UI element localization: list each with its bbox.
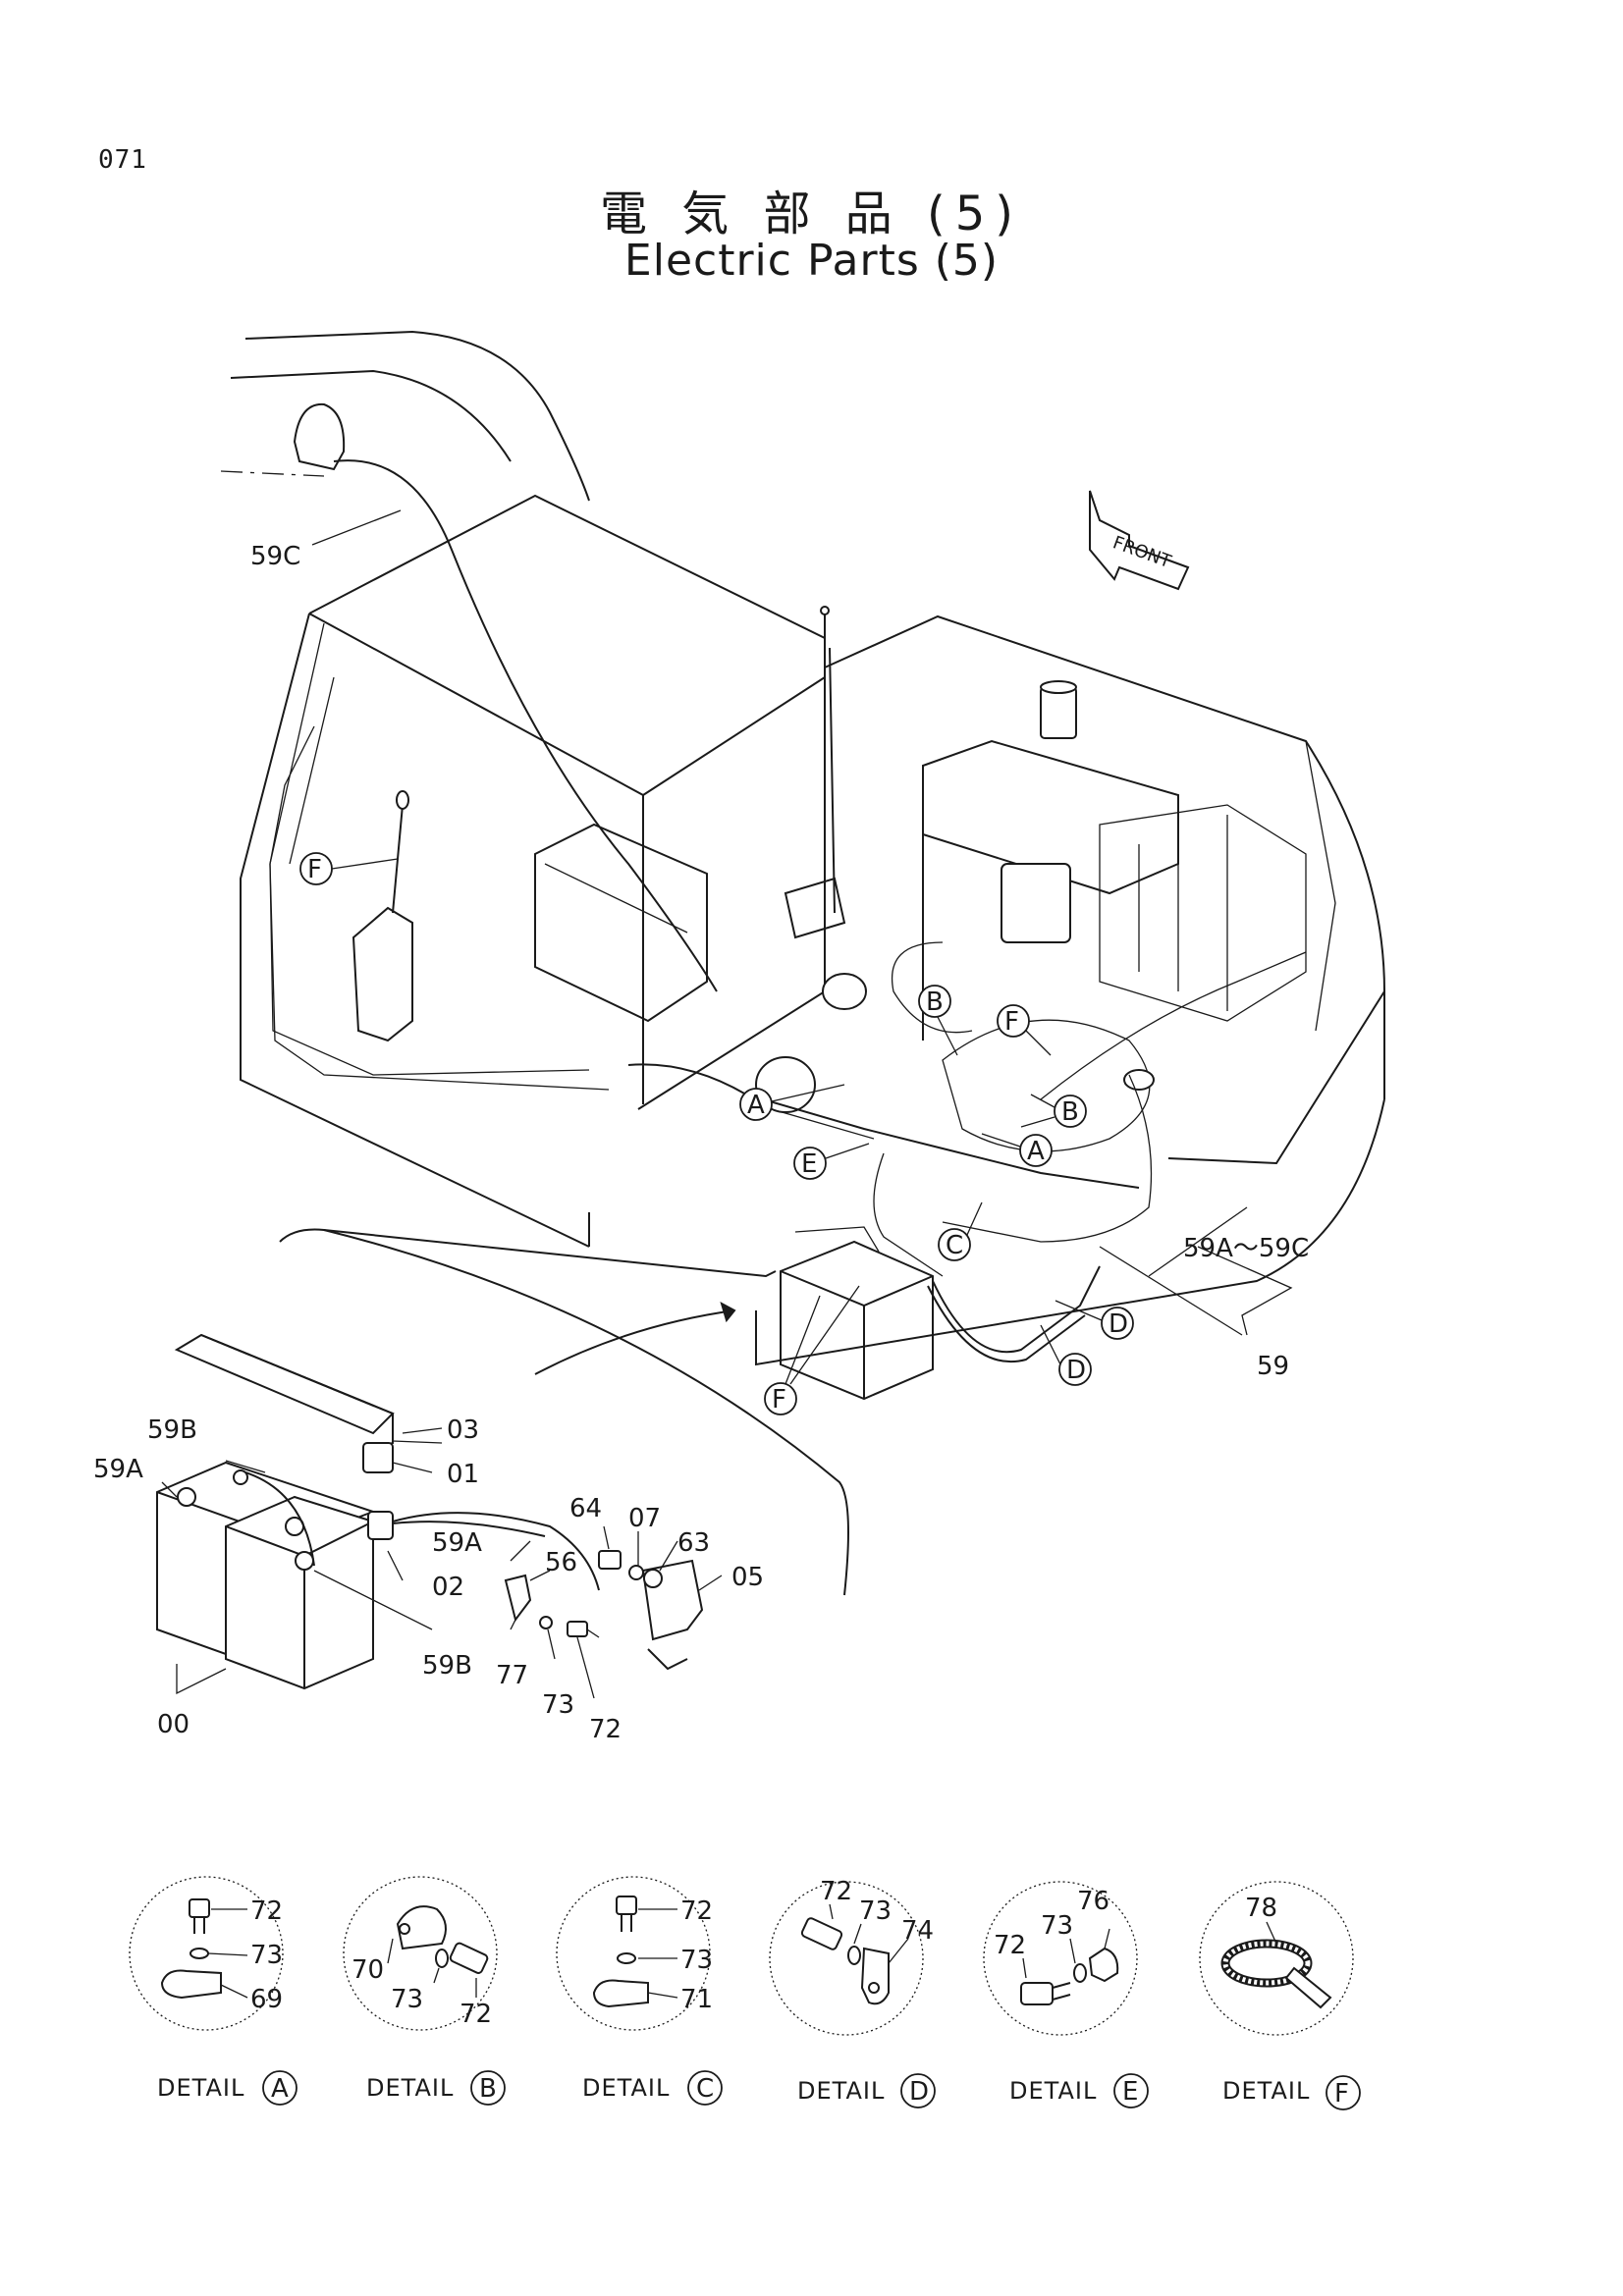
callout-07: 07: [628, 1504, 661, 1533]
svg-text:C: C: [946, 1231, 963, 1260]
detail-A-letter: A: [271, 2074, 289, 2104]
callout-73: 73: [542, 1690, 574, 1720]
reference-markers: F B F A B A E C D D F: [299, 852, 1134, 1415]
detail-B-part-2: 73: [391, 1985, 423, 2014]
svg-text:F: F: [772, 1385, 786, 1415]
detail-C-letter: C: [696, 2074, 714, 2104]
marker-E: E: [793, 1147, 827, 1180]
callout-59A-left: 59A: [93, 1455, 143, 1484]
detail-D-part-3: 74: [901, 1916, 934, 1946]
callout-59A-right: 59A: [432, 1528, 482, 1558]
callout-59C: 59C: [250, 542, 300, 571]
callout-05: 05: [731, 1563, 764, 1592]
detail-F-letter: F: [1334, 2079, 1349, 2109]
svg-text:D: D: [1109, 1309, 1128, 1339]
detail-A-part-1: 72: [250, 1896, 283, 1926]
marker-F-left: F: [299, 852, 333, 885]
battery-assembly: [156, 1333, 723, 1699]
callout-01: 01: [447, 1460, 479, 1489]
detail-E-title: DETAIL: [1009, 2077, 1097, 2105]
detail-D-letter: D: [909, 2077, 929, 2107]
detail-F-title: DETAIL: [1222, 2077, 1310, 2105]
svg-text:F: F: [307, 855, 322, 884]
svg-text:B: B: [926, 988, 944, 1017]
callout-59B-bottom: 59B: [422, 1651, 472, 1681]
detail-A: 72 73 69 DETAIL A: [129, 1876, 298, 2106]
callout-77: 77: [496, 1661, 528, 1690]
detail-E: 72 73 76 DETAIL E: [983, 1881, 1149, 2109]
callout-63: 63: [677, 1528, 710, 1558]
detail-E-part-1: 72: [994, 1931, 1026, 1960]
svg-text:B: B: [1061, 1097, 1079, 1127]
marker-D-lower: D: [1058, 1353, 1092, 1386]
detail-F: 78 DETAIL F: [1199, 1881, 1361, 2110]
callout-03: 03: [447, 1415, 479, 1445]
svg-text:D: D: [1066, 1356, 1086, 1385]
detail-B-title: DETAIL: [366, 2074, 454, 2102]
svg-text:A: A: [1027, 1137, 1045, 1166]
detail-D-part-1: 72: [820, 1877, 852, 1906]
marker-F-lower: F: [764, 1382, 797, 1415]
detail-C-part-3: 71: [680, 1985, 713, 2014]
callout-59: 59: [1257, 1352, 1289, 1381]
title-japanese: 電 気 部 品 (5): [599, 187, 1024, 241]
callout-56: 56: [545, 1548, 577, 1577]
detail-E-part-2: 73: [1041, 1911, 1073, 1941]
detail-C: 72 73 71 DETAIL C: [556, 1876, 723, 2106]
detail-B: 70 73 72 DETAIL B: [343, 1876, 506, 2106]
detail-C-title: DETAIL: [582, 2074, 670, 2102]
title-english: Electric Parts (5): [623, 236, 1000, 286]
marker-B-right: B: [1054, 1095, 1087, 1128]
svg-text:A: A: [747, 1091, 765, 1120]
callout-59A-59C: 59A～59C: [1183, 1234, 1309, 1263]
detail-A-part-2: 73: [250, 1941, 283, 1970]
detail-C-part-1: 72: [680, 1896, 713, 1926]
detail-A-part-3: 69: [250, 1985, 283, 2014]
callout-02: 02: [432, 1573, 464, 1602]
callout-59B-top: 59B: [147, 1415, 197, 1445]
machine-outline: [220, 330, 1385, 1596]
callout-72: 72: [589, 1715, 622, 1744]
marker-A-left: A: [739, 1088, 773, 1121]
detail-D-title: DETAIL: [797, 2077, 885, 2105]
marker-D-upper: D: [1101, 1307, 1134, 1340]
callout-00: 00: [157, 1710, 189, 1739]
svg-text:F: F: [1004, 1007, 1019, 1037]
marker-C: C: [938, 1228, 971, 1261]
detail-B-letter: B: [479, 2074, 497, 2104]
detail-F-part-1: 78: [1245, 1894, 1277, 1923]
detail-E-letter: E: [1122, 2077, 1138, 2107]
marker-B-upper: B: [918, 985, 951, 1018]
detail-C-part-2: 73: [680, 1946, 713, 1975]
detail-B-part-1: 70: [352, 1955, 384, 1985]
detail-D: 72 73 74 DETAIL D: [769, 1877, 936, 2109]
page-number: 071: [98, 145, 147, 175]
callout-64: 64: [569, 1494, 602, 1523]
detail-D-part-2: 73: [859, 1896, 892, 1926]
detail-B-part-3: 72: [460, 2000, 492, 2029]
marker-F-right: F: [997, 1004, 1030, 1038]
detail-E-part-3: 76: [1077, 1887, 1109, 1916]
svg-text:E: E: [801, 1149, 817, 1179]
detail-A-title: DETAIL: [157, 2074, 244, 2102]
marker-A-right: A: [1019, 1134, 1053, 1167]
